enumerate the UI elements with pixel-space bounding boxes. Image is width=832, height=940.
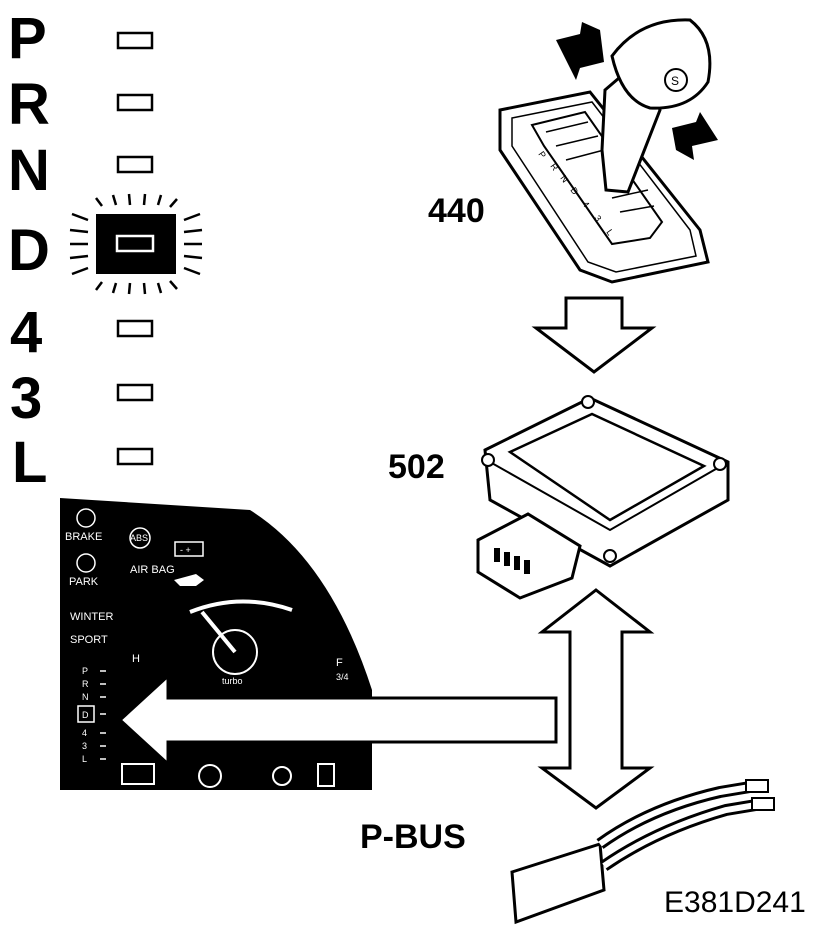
gear-lamp-d-active xyxy=(69,193,203,295)
selector-pos-p: P xyxy=(536,149,548,160)
service-warning-icon xyxy=(198,764,222,788)
bus-to-cluster-arrow-icon xyxy=(117,672,558,768)
turbo-label: turbo xyxy=(222,676,243,686)
cluster-gear-d-highlight xyxy=(77,705,95,723)
selector-position-labels: P R N D 4 3 L xyxy=(536,149,615,237)
turbo-gauge-needle xyxy=(200,610,237,654)
gear-lamp-p xyxy=(116,31,154,50)
signal-down-arrow-icon xyxy=(531,296,657,374)
gear-lamp-n xyxy=(116,155,154,174)
shift-left-arrow-icon xyxy=(556,22,604,80)
cluster-gear-p: P xyxy=(82,666,88,676)
cluster-gear-l: L xyxy=(82,754,87,764)
winter-mode-label: WINTER xyxy=(70,611,113,623)
gear-lamp-l xyxy=(116,447,154,466)
gear-letter-4: 4 xyxy=(10,300,42,365)
turbo-gauge-scale xyxy=(189,599,293,614)
cluster-gear-list: P R N D 4 3 L xyxy=(77,666,106,764)
sport-mode-label: SPORT xyxy=(70,634,108,646)
cluster-gear-3: 3 xyxy=(82,741,87,751)
cluster-gear-4: 4 xyxy=(82,728,87,738)
cluster-gear-r: R xyxy=(82,679,89,689)
bus-vertical-arrow-icon xyxy=(537,588,655,810)
wire-terminal-1 xyxy=(745,779,769,793)
gear-letter-d: D xyxy=(8,218,50,283)
battery-icon xyxy=(174,541,204,557)
bus-wire: P-BUS xyxy=(360,779,775,925)
gear-selector-number: 440 xyxy=(428,192,485,230)
parking-brake-icon xyxy=(76,553,96,573)
gear-letter-r: R xyxy=(8,72,50,137)
control-module-number: 502 xyxy=(388,448,445,486)
park-label: PARK xyxy=(69,576,99,588)
gear-lamp-3 xyxy=(116,383,154,402)
glow-rays xyxy=(69,193,203,295)
selector-pos-4: 4 xyxy=(580,199,591,209)
bus-name-label: P-BUS xyxy=(360,818,466,856)
headlight-icon xyxy=(272,766,292,786)
airbag-label: AIR BAG xyxy=(130,564,175,576)
gear-letter-p: P xyxy=(8,6,47,71)
temp-gauge-h: H xyxy=(132,653,140,665)
knob-mark: S xyxy=(671,74,679,88)
shift-right-arrow-icon xyxy=(672,112,718,160)
figure-code: E381D241 xyxy=(664,886,806,919)
turbo-gauge-hub xyxy=(212,629,258,675)
gear-lamp-4 xyxy=(116,319,154,338)
wire-terminal-2 xyxy=(751,797,775,811)
gear-selector: P R N D 4 3 L S 440 xyxy=(428,18,718,284)
cluster-gear-n: N xyxy=(82,692,89,702)
pbus-connection xyxy=(117,588,655,810)
fuel-pump-icon xyxy=(317,763,335,787)
fuel-gauge-f: F xyxy=(336,657,343,669)
instrument-cluster: BRAKE PARK ABS AIR BAG - + WINTER SPORT … xyxy=(60,498,372,790)
brake-warning-icon xyxy=(76,508,96,528)
selector-pos-l: L xyxy=(604,227,615,237)
gear-letter-3: 3 xyxy=(10,366,42,431)
gear-indicator-column: P R N D 4 3 L xyxy=(8,6,203,495)
selector-pos-r: R xyxy=(548,161,560,172)
module-connector xyxy=(476,512,582,600)
selector-pos-n: N xyxy=(558,173,570,184)
gear-letter-l: L xyxy=(12,430,47,495)
battery-symbol: - + xyxy=(180,545,191,555)
selector-pos-3: 3 xyxy=(592,213,603,223)
abs-label: ABS xyxy=(130,533,148,543)
cluster-gear-d: D xyxy=(82,710,89,720)
abs-icon xyxy=(129,527,151,549)
wire-sheath xyxy=(510,842,606,925)
gear-letter-n: N xyxy=(8,138,50,203)
gear-lamp-r xyxy=(116,93,154,112)
fuel-gauge-fraction: 3/4 xyxy=(336,672,349,682)
control-module: 502 xyxy=(388,395,730,600)
check-engine-icon xyxy=(121,763,155,785)
oil-pressure-icon xyxy=(174,574,204,586)
sport-button-icon xyxy=(664,68,688,92)
selector-pos-d: D xyxy=(568,185,580,196)
brake-label: BRAKE xyxy=(65,531,102,543)
